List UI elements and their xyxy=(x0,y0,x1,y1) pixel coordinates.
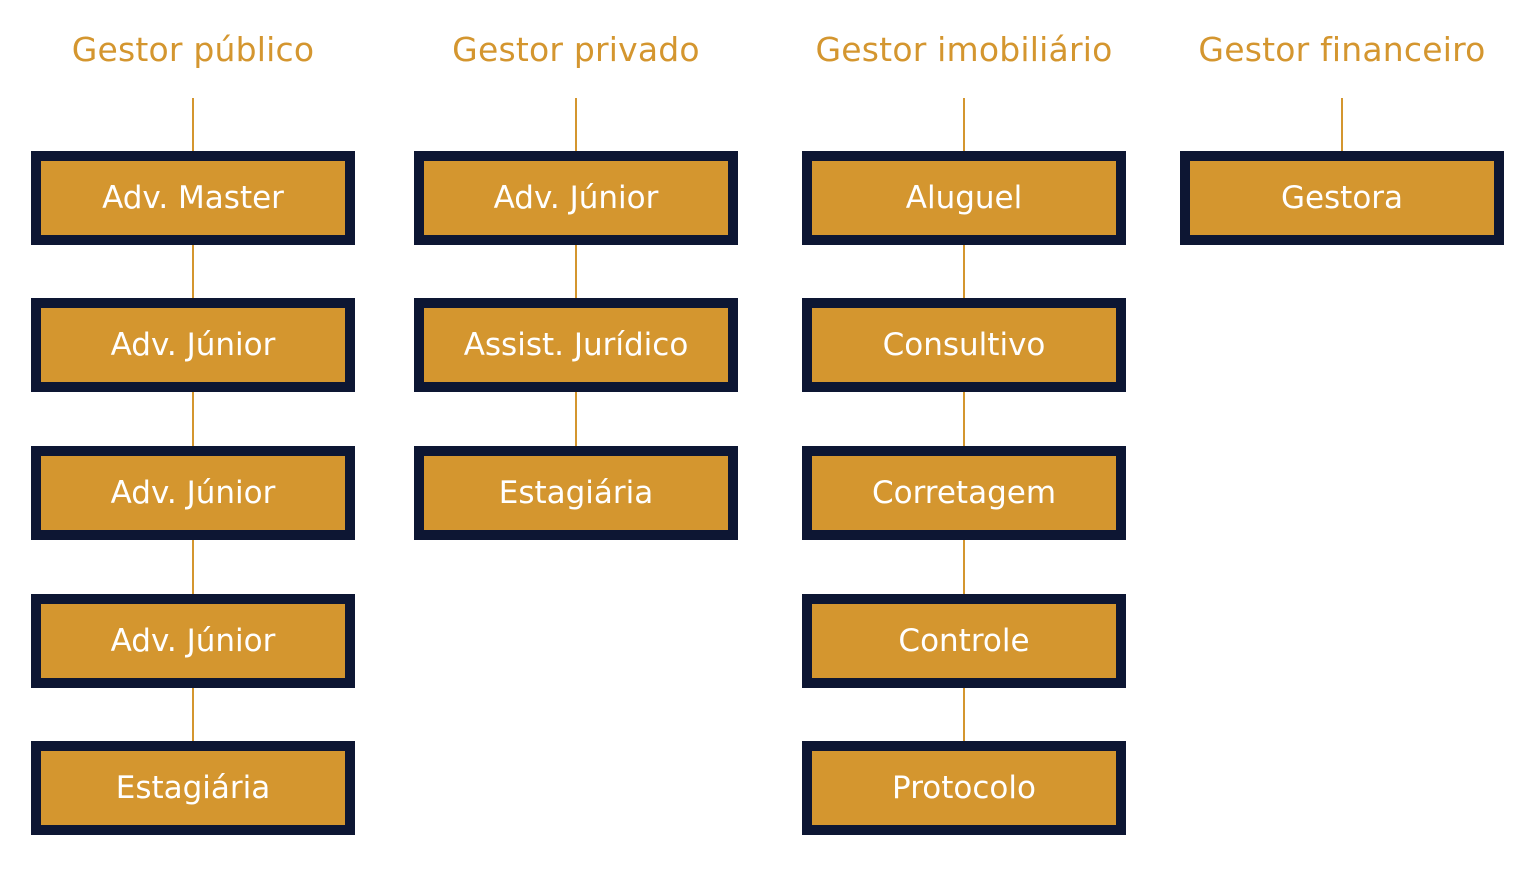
column-title: Gestor público xyxy=(71,30,315,69)
role-box: Adv. Júnior xyxy=(31,446,355,540)
role-box: Adv. Master xyxy=(31,151,355,245)
connector-line xyxy=(192,540,194,594)
connector-line xyxy=(192,688,194,742)
connector-line xyxy=(192,245,194,299)
role-box: Controle xyxy=(802,594,1126,688)
connector-line xyxy=(575,98,577,152)
column-gestor-financeiro: Gestor financeiro Gestora xyxy=(1180,0,1504,874)
connector-line xyxy=(575,245,577,299)
role-box: Gestora xyxy=(1180,151,1504,245)
connector-line xyxy=(963,98,965,152)
role-box: Adv. Júnior xyxy=(31,298,355,392)
column-gestor-imobiliario: Gestor imobiliário Aluguel Consultivo Co… xyxy=(802,0,1126,874)
connector-line xyxy=(575,392,577,446)
column-title: Gestor imobiliário xyxy=(815,30,1113,69)
column-gestor-publico: Gestor público Adv. Master Adv. Júnior A… xyxy=(31,0,355,874)
role-box: Protocolo xyxy=(802,741,1126,835)
connector-line xyxy=(963,540,965,594)
column-title: Gestor financeiro xyxy=(1198,30,1486,69)
connector-line xyxy=(192,392,194,446)
column-title: Gestor privado xyxy=(452,30,700,69)
connector-line xyxy=(963,688,965,742)
role-box: Assist. Jurídico xyxy=(414,298,738,392)
role-box: Adv. Júnior xyxy=(414,151,738,245)
role-box: Estagiária xyxy=(31,741,355,835)
role-box: Adv. Júnior xyxy=(31,594,355,688)
column-gestor-privado: Gestor privado Adv. Júnior Assist. Juríd… xyxy=(414,0,738,874)
connector-line xyxy=(963,245,965,299)
role-box: Corretagem xyxy=(802,446,1126,540)
role-box: Consultivo xyxy=(802,298,1126,392)
role-box: Aluguel xyxy=(802,151,1126,245)
connector-line xyxy=(963,392,965,446)
role-box: Estagiária xyxy=(414,446,738,540)
connector-line xyxy=(192,98,194,152)
connector-line xyxy=(1341,98,1343,152)
